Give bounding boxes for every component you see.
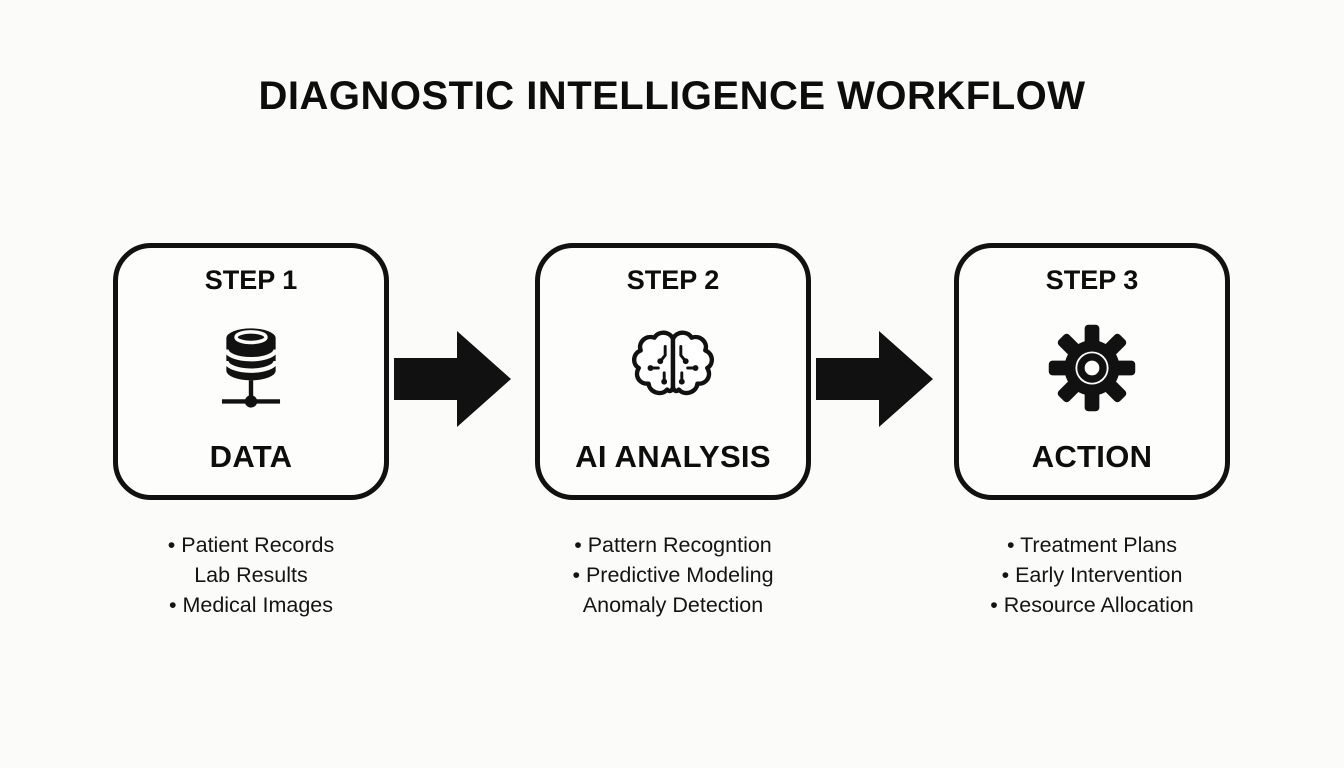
step-3-details: • Treatment Plans • Early Intervention •… bbox=[954, 530, 1230, 620]
step-1-label: STEP 1 bbox=[204, 265, 298, 295]
step-2-box: STEP 2 A bbox=[535, 243, 811, 500]
list-item: • Patient Records bbox=[167, 533, 335, 557]
step-2-details: • Pattern Recogntion • Predictive Modeli… bbox=[535, 530, 811, 620]
step-3-name: ACTION bbox=[1031, 439, 1153, 474]
list-item: • Treatment Plans bbox=[1006, 533, 1178, 557]
arrow-right-icon bbox=[816, 331, 933, 427]
gear-icon bbox=[1046, 296, 1138, 439]
brain-circuit-icon bbox=[624, 296, 722, 439]
list-item: • Predictive Modeling bbox=[572, 563, 774, 587]
arrow-right-icon bbox=[394, 331, 511, 427]
step-2-name: AI ANALYSIS bbox=[575, 439, 771, 474]
list-item: Anomaly Detection bbox=[582, 593, 764, 617]
step-3-box: STEP 3 ACTION bbox=[954, 243, 1230, 500]
list-item: • Pattern Recogntion bbox=[574, 533, 772, 557]
step-1-name: DATA bbox=[209, 439, 293, 474]
database-icon bbox=[207, 296, 295, 439]
step-1-box: STEP 1 DATA bbox=[113, 243, 389, 500]
list-item: Lab Results bbox=[194, 563, 308, 587]
step-2-label: STEP 2 bbox=[626, 265, 720, 295]
step-3-label: STEP 3 bbox=[1045, 265, 1139, 295]
list-item: • Resource Allocation bbox=[990, 593, 1194, 617]
list-item: • Medical Images bbox=[168, 593, 334, 617]
list-item: • Early Intervention bbox=[1001, 563, 1183, 587]
step-1-details: • Patient Records Lab Results • Medical … bbox=[113, 530, 389, 620]
diagram-title: DIAGNOSTIC INTELLIGENCE WORKFLOW bbox=[258, 74, 1086, 118]
